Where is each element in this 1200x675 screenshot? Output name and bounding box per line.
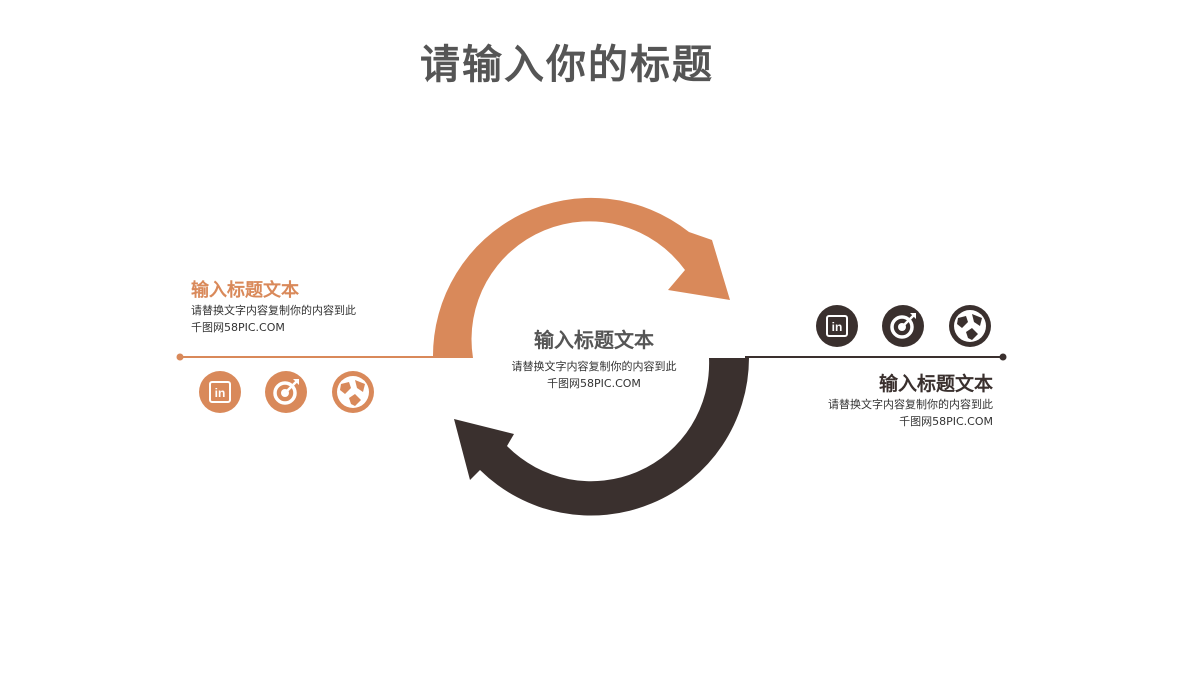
left-heading: 输入标题文本 (191, 280, 299, 301)
left-body-line2: 千图网58PIC.COM (191, 321, 285, 334)
center-heading: 输入标题文本 (534, 328, 654, 352)
right-text-block: 输入标题文本 请替换文字内容复制你的内容到此 千图网58PIC.COM (800, 372, 993, 430)
page-title: 请输入你的标题 (420, 41, 714, 88)
center-text-block: 输入标题文本 请替换文字内容复制你的内容到此 千图网58PIC.COM (476, 326, 712, 392)
globe-icon (332, 371, 374, 413)
dark-cycle-arrow (454, 358, 749, 516)
left-text-block: 输入标题文本 请替换文字内容复制你的内容到此 千图网58PIC.COM (191, 280, 356, 336)
right-body-line2: 千图网58PIC.COM (899, 415, 993, 428)
orange-cycle-arrow (432, 197, 730, 358)
globe-icon (949, 305, 991, 347)
target-icon (265, 371, 307, 413)
right-body-line1: 请替换文字内容复制你的内容到此 (828, 398, 993, 411)
svg-text:in: in (215, 386, 226, 400)
right-heading: 输入标题文本 (878, 373, 993, 395)
center-body-line1: 请替换文字内容复制你的内容到此 (511, 360, 677, 373)
svg-text:in: in (832, 320, 843, 334)
linkedin-icon: in (816, 305, 858, 347)
target-icon (882, 305, 924, 347)
right-timeline (745, 353, 1007, 361)
center-body-line2: 千图网58PIC.COM (547, 377, 641, 390)
left-timeline (176, 353, 440, 361)
linkedin-icon: in (199, 371, 241, 413)
left-body-line1: 请替换文字内容复制你的内容到此 (191, 304, 356, 317)
